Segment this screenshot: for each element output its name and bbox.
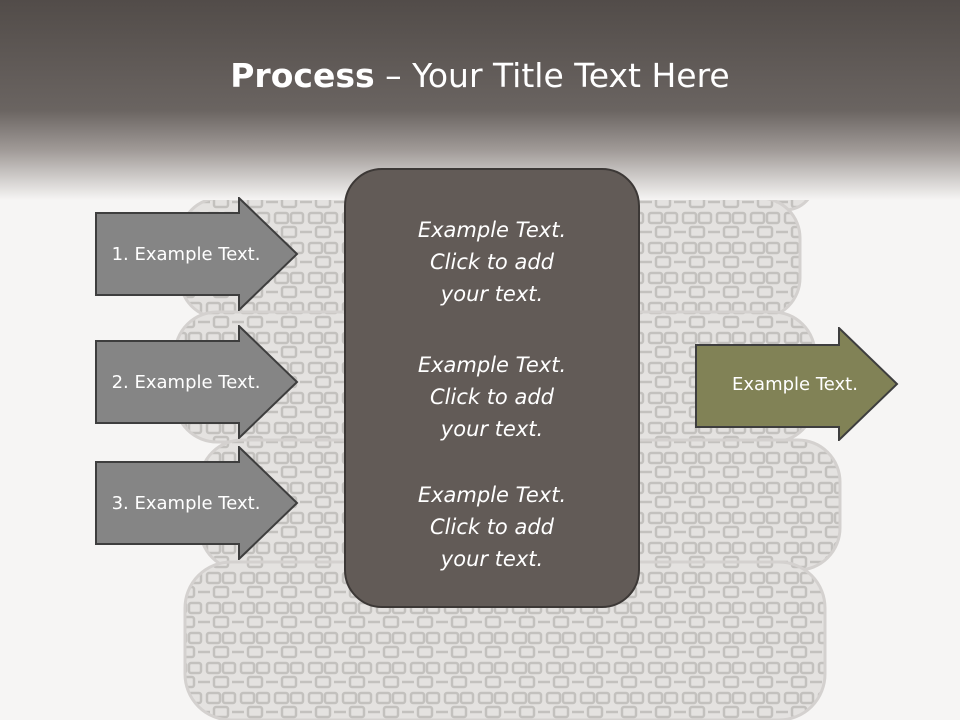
block-line: Click to add xyxy=(429,515,554,539)
arrow-right-shape-icon xyxy=(95,197,299,311)
left-arrow-1: 1. Example Text. xyxy=(95,197,305,311)
left-arrow-label: 1. Example Text. xyxy=(111,243,261,265)
block-line: Example Text. xyxy=(417,353,567,377)
right-arrow: Example Text. xyxy=(695,327,905,441)
block-line: Example Text. xyxy=(417,218,567,242)
slide-title: Process – Your Title Text Here xyxy=(0,50,960,102)
right-arrow-label: Example Text. xyxy=(732,373,858,395)
left-arrow-2: 2. Example Text. xyxy=(95,325,305,439)
left-arrow-label: 2. Example Text. xyxy=(111,371,261,393)
arrow-right-shape-icon xyxy=(695,327,899,441)
center-text-block-1: Example Text. Click to add your text. xyxy=(346,214,638,310)
center-text-box: Example Text. Click to add your text. Ex… xyxy=(344,168,640,608)
block-line: your text. xyxy=(440,417,544,441)
block-line: Example Text. xyxy=(417,483,567,507)
arrow-right-shape-icon xyxy=(95,325,299,439)
title-bold: Process xyxy=(230,56,375,95)
block-line: Click to add xyxy=(429,385,554,409)
arrow-right-shape-icon xyxy=(95,446,299,560)
block-line: your text. xyxy=(440,547,544,571)
block-line: Click to add xyxy=(429,250,554,274)
left-arrow-3: 3. Example Text. xyxy=(95,446,305,560)
center-text-block-2: Example Text. Click to add your text. xyxy=(346,349,638,445)
center-text-block-3: Example Text. Click to add your text. xyxy=(346,479,638,575)
left-arrow-label: 3. Example Text. xyxy=(111,492,261,514)
title-rest: – Your Title Text Here xyxy=(374,56,730,95)
block-line: your text. xyxy=(440,282,544,306)
